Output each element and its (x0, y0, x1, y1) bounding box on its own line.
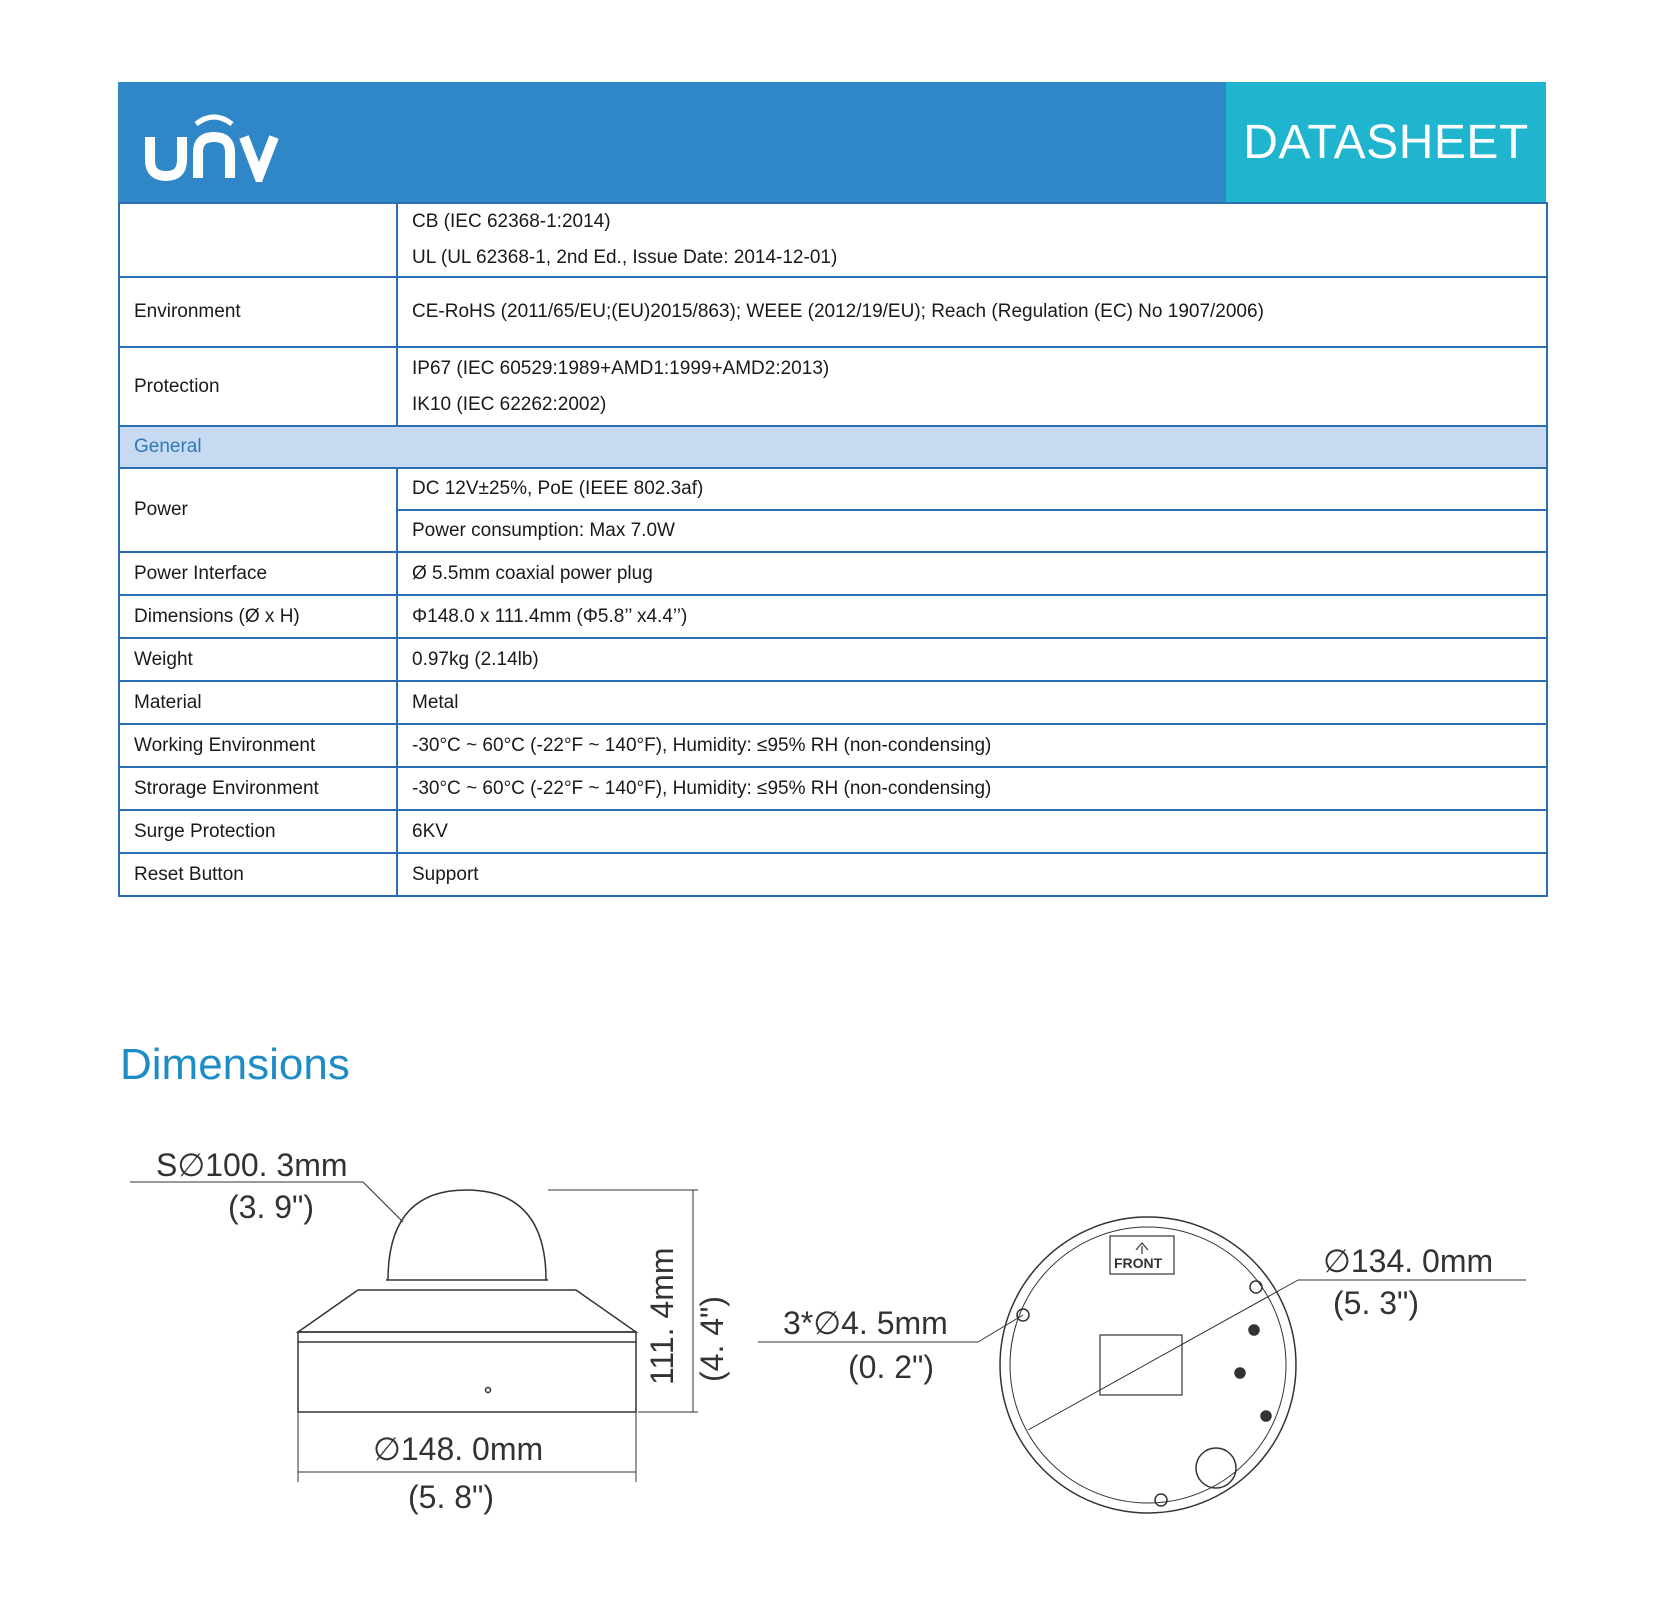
base-mm-label: ∅134. 0mm (1323, 1243, 1493, 1279)
table-row: CB (IEC 62368-1:2014) UL (UL 62368-1, 2n… (118, 202, 1548, 278)
row-label: Protection (118, 346, 398, 427)
row-label: Reset Button (118, 852, 398, 897)
protection-line-ik: IK10 (IEC 62262:2002) (412, 393, 607, 415)
row-label: Strorage Environment (118, 766, 398, 811)
height-in-label: (4. 4") (694, 1296, 730, 1382)
row-label: Power Interface (118, 551, 398, 596)
row-value: Ø 5.5mm coaxial power plug (396, 551, 1548, 596)
dimensions-title: Dimensions (120, 1040, 350, 1089)
row-value: Φ148.0 x 111.4mm (Φ5.8’’ x4.4’’) (396, 594, 1548, 639)
spec-table: CB (IEC 62368-1:2014) UL (UL 62368-1, 2n… (118, 202, 1548, 897)
hole-mm-label: 3*∅4. 5mm (783, 1305, 948, 1341)
section-title: General (118, 425, 1548, 469)
table-row: Strorage Environment -30°C ~ 60°C (-22°F… (118, 766, 1548, 811)
row-value: 6KV (396, 809, 1548, 854)
front-arrow-icon (1135, 1242, 1149, 1254)
datasheet-badge: DATASHEET (1226, 82, 1546, 202)
table-row: Surge Protection 6KV (118, 809, 1548, 854)
base-center-rect (1099, 1334, 1183, 1396)
row-value: Support (396, 852, 1548, 897)
row-value: -30°C ~ 60°C (-22°F ~ 140°F), Humidity: … (396, 723, 1548, 768)
row-label: Dimensions (Ø x H) (118, 594, 398, 639)
table-row: Power Interface Ø 5.5mm coaxial power pl… (118, 551, 1548, 596)
row-value: CB (IEC 62368-1:2014) UL (UL 62368-1, 2n… (396, 202, 1548, 278)
row-value: CE-RoHS (2011/65/EU;(EU)2015/863); WEEE … (396, 276, 1548, 348)
body-outline (297, 1331, 637, 1413)
width-in-label: (5. 8") (408, 1479, 494, 1515)
row-label: Surge Protection (118, 809, 398, 854)
table-row: Weight 0.97kg (2.14lb) (118, 637, 1548, 682)
cert-line-ul: UL (UL 62368-1, 2nd Ed., Issue Date: 201… (412, 247, 838, 268)
table-row: Working Environment -30°C ~ 60°C (-22°F … (118, 723, 1548, 768)
height-mm-label: 111. 4mm (644, 1247, 680, 1385)
table-row: Power DC 12V±25%, PoE (IEEE 802.3af) (118, 467, 1548, 553)
row-value: Metal (396, 680, 1548, 725)
header-banner: DATASHEET (118, 82, 1546, 202)
unv-logo-mark (145, 114, 279, 182)
row-value: -30°C ~ 60°C (-22°F ~ 140°F), Humidity: … (396, 766, 1548, 811)
front-label: FRONT (1114, 1255, 1163, 1271)
table-row: Power consumption: Max 7.0W (119, 509, 1548, 553)
dimension-drawing: S∅100. 3mm (3. 9") 111. 4mm (4. 4") ∅148… (130, 1147, 1526, 1515)
table-row: Environment CE-RoHS (2011/65/EU;(EU)2015… (118, 276, 1548, 348)
table-row: Dimensions (Ø x H) Φ148.0 x 111.4mm (Φ5.… (118, 594, 1548, 639)
protection-line-ip: IP67 (IEC 60529:1989+AMD1:1999+AMD2:2013… (412, 357, 830, 379)
unv-logo (118, 82, 290, 202)
row-value: 0.97kg (2.14lb) (396, 637, 1548, 682)
hole-in-label: (0. 2") (848, 1349, 934, 1385)
row-value: DC 12V±25%, PoE (IEEE 802.3af) (396, 467, 1548, 511)
cert-line-cb: CB (IEC 62368-1:2014) (412, 211, 611, 232)
row-label: Environment (118, 276, 398, 348)
dome-outline (387, 1189, 547, 1281)
table-row: Reset Button Support (118, 852, 1548, 897)
row-value: Power consumption: Max 7.0W (396, 509, 1548, 553)
row-label: Power (118, 467, 398, 553)
base-in-label: (5. 3") (1333, 1285, 1419, 1321)
dome-in-label: (3. 9") (228, 1189, 314, 1225)
width-mm-label: ∅148. 0mm (373, 1431, 543, 1467)
table-row: Protection IP67 (IEC 60529:1989+AMD1:199… (118, 346, 1548, 427)
row-label (118, 202, 398, 278)
table-row: Material Metal (118, 680, 1548, 725)
front-marker (1109, 1235, 1175, 1275)
row-label: Working Environment (118, 723, 398, 768)
row-label: Material (118, 680, 398, 725)
base-outer-circle (999, 1216, 1297, 1514)
row-value: IP67 (IEC 60529:1989+AMD1:1999+AMD2:2013… (396, 346, 1548, 427)
dome-mm-label: S∅100. 3mm (156, 1147, 348, 1183)
section-header-general: General (118, 425, 1548, 469)
collar-outline (295, 1289, 639, 1333)
row-label: Weight (118, 637, 398, 682)
